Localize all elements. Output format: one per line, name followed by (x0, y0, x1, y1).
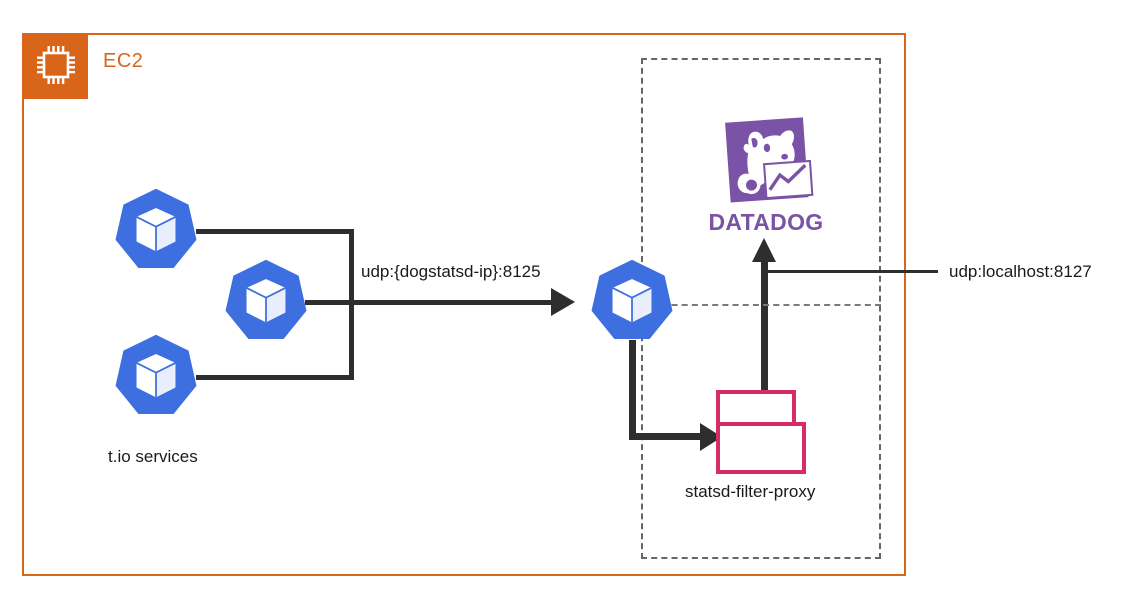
datadog-wordmark: DATADOG (708, 209, 824, 235)
connector-service-middle-stub (305, 300, 354, 305)
ec2-boundary-box (22, 33, 906, 576)
services-group-label: t.io services (108, 447, 198, 466)
connection-label-localhost: udp:localhost:8127 (949, 262, 1092, 281)
connector-agent-to-proxy (629, 433, 704, 440)
connector-services-to-agent-line (352, 300, 554, 305)
ec2-icon-tile (24, 35, 88, 99)
statsd-filter-proxy-label: statsd-filter-proxy (685, 482, 816, 501)
arrowhead-into-datadog (752, 238, 776, 262)
k8s-service-node-middle[interactable] (222, 258, 310, 346)
k8s-agent-node[interactable] (588, 258, 676, 346)
connection-label-dogstatsd: udp:{dogstatsd-ip}:8125 (361, 262, 541, 281)
connector-service-bottom-stub (196, 375, 354, 380)
datadog-logo (706, 114, 826, 212)
dashed-guide-horizontal (641, 304, 881, 306)
connector-proxy-to-datadog (761, 258, 768, 394)
k8s-service-node-bottom[interactable] (112, 333, 200, 421)
datadog-logo-group: DATADOG (706, 114, 826, 244)
connector-service-top-stub (196, 229, 354, 234)
connector-agent-down (629, 340, 636, 440)
proxy-box-front (716, 422, 806, 474)
chip-icon (33, 42, 79, 93)
ec2-label: EC2 (103, 50, 144, 72)
statsd-filter-proxy-icon[interactable] (716, 390, 810, 474)
k8s-service-node-top[interactable] (112, 187, 200, 275)
arrowhead-into-agent (551, 288, 575, 316)
connector-external-udp-line (766, 270, 938, 273)
